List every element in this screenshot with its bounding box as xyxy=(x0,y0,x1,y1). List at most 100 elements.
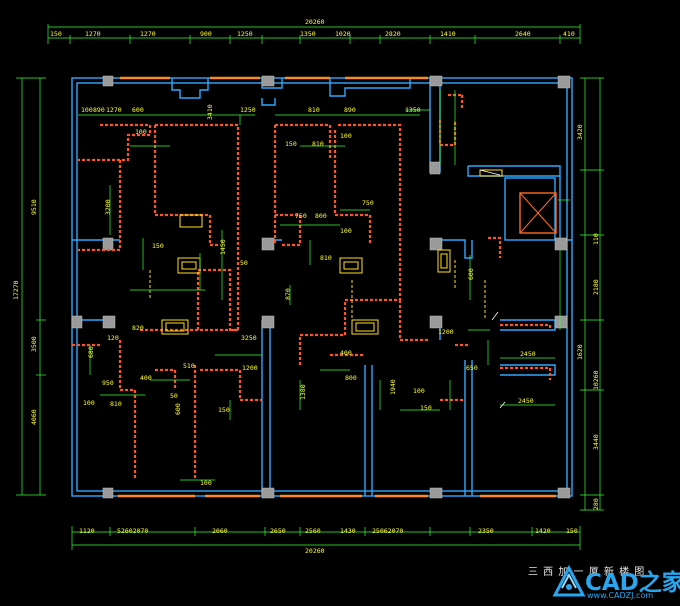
dim-label: 3250 xyxy=(241,334,257,342)
bottom-dim-10: 150 xyxy=(566,527,578,535)
column xyxy=(429,75,443,87)
dim-label: 1350 xyxy=(405,106,421,114)
column xyxy=(102,75,114,87)
dim-label: 50 xyxy=(170,392,178,400)
top-dim-2: 1270 xyxy=(85,30,101,38)
top-dim-10: 2640 xyxy=(515,30,531,38)
left-dim-1: 9510 xyxy=(30,199,38,215)
dim-label: 1200 xyxy=(242,364,258,372)
dim-label: 600 xyxy=(174,403,182,415)
dim-label: 650 xyxy=(466,364,478,372)
drawing-title: 三 西 加 一 厦 新 楼 图 xyxy=(528,567,646,578)
dim-label: 100 xyxy=(135,128,147,136)
dim-label: 750 xyxy=(295,212,307,220)
elevator-shaft xyxy=(519,192,557,234)
bottom-dim-4: 2650 xyxy=(270,527,286,535)
right-dim-1: 3420 xyxy=(576,124,584,140)
right-dim-5: 1620 xyxy=(576,344,584,360)
bottom-dim-8: 2350 xyxy=(478,527,494,535)
dim-label: 1380 xyxy=(299,384,307,400)
dim-label: 150 xyxy=(285,140,297,148)
fixture-box xyxy=(179,214,203,228)
dim-label: 750 xyxy=(362,199,374,207)
dim-label: 890 xyxy=(344,106,356,114)
column xyxy=(429,487,443,499)
right-dim-7: 280 xyxy=(592,498,600,510)
dim-label: 600 xyxy=(467,268,475,280)
dim-label: 100 xyxy=(413,387,425,395)
cadzj-logo[interactable]: CAD之家 www.CADZJ.com xyxy=(552,562,680,604)
left-dim-2: 3500 xyxy=(30,336,38,352)
dim-label: 680 xyxy=(87,346,95,358)
dim-label: 600 xyxy=(132,106,144,114)
fixtures xyxy=(161,169,557,335)
dim-label: 950 xyxy=(102,379,114,387)
dim-label: 100 xyxy=(200,479,212,487)
top-dimension-chain: 20260 150 1270 1270 900 1250 1350 1020 2… xyxy=(47,18,581,44)
fixture-box xyxy=(351,319,379,335)
column xyxy=(102,487,114,499)
stair-mark xyxy=(479,169,503,177)
fixture-box xyxy=(161,319,189,335)
dim-label: 100 xyxy=(83,399,95,407)
dim-label: 100 xyxy=(340,132,352,140)
dim-label: 100 xyxy=(81,106,93,114)
right-dim-6: 3440 xyxy=(592,434,600,450)
top-dim-9: 1410 xyxy=(440,30,456,38)
right-dim-4: 10260 xyxy=(592,370,600,390)
right-dim-3: 2180 xyxy=(592,279,600,295)
top-dim-5: 1250 xyxy=(237,30,253,38)
column xyxy=(554,315,568,329)
dim-label: 2450 xyxy=(518,397,534,405)
column xyxy=(261,315,275,329)
logo-url[interactable]: www.CADZJ.com xyxy=(587,591,654,600)
dim-label: 400 xyxy=(140,374,152,382)
column xyxy=(261,237,275,251)
dim-label: 150 xyxy=(152,242,164,250)
column xyxy=(429,161,441,175)
dim-label: 1250 xyxy=(240,106,256,114)
dim-label: 820 xyxy=(132,324,144,332)
windows xyxy=(118,76,556,498)
dim-label: 810 xyxy=(110,400,122,408)
bottom-dim-1: 1120 xyxy=(79,527,95,535)
left-total-dimension: 17270 xyxy=(12,280,20,300)
dim-label: 1200 xyxy=(438,328,454,336)
dim-label: 800 xyxy=(345,374,357,382)
dim-label: 890 xyxy=(93,106,105,114)
bottom-dim-6: 1430 xyxy=(340,527,356,535)
right-dimension-chain: 3420 110 2180 10260 1620 3440 280 xyxy=(576,77,604,511)
top-dim-3: 1270 xyxy=(140,30,156,38)
top-total-dimension: 20260 xyxy=(305,18,325,26)
dim-label: 2450 xyxy=(520,350,536,358)
dim-label: 810 xyxy=(308,106,320,114)
logo-mark-icon xyxy=(552,565,586,597)
dim-label: 3200 xyxy=(104,199,112,215)
column xyxy=(102,315,116,329)
top-dim-4: 900 xyxy=(200,30,212,38)
dim-label: 100 xyxy=(340,227,352,235)
column xyxy=(557,487,571,499)
fixture-box xyxy=(339,257,363,274)
bottom-dim-7: 25062070 xyxy=(372,527,403,535)
column xyxy=(261,487,275,499)
bottom-dim-3: 2060 xyxy=(212,527,228,535)
left-dimension-chain: 17270 9510 3500 4060 xyxy=(12,77,46,496)
dim-label: 1940 xyxy=(389,379,397,395)
dim-label: 400 xyxy=(340,349,352,357)
logo-text: CAD之家 xyxy=(585,570,680,596)
column xyxy=(554,237,568,251)
right-dim-2: 110 xyxy=(592,233,600,245)
dim-label: 800 xyxy=(315,212,327,220)
column xyxy=(429,237,443,251)
leader-marks xyxy=(479,169,506,409)
bottom-dim-2: 52602070 xyxy=(117,527,148,535)
bottom-dim-9: 1420 xyxy=(535,527,551,535)
interior-dimension-lines xyxy=(78,90,570,481)
dim-label: 50 xyxy=(240,259,248,267)
fixture-box xyxy=(437,249,451,273)
interior-dimension-text: 100 890 1270 600 1250 100 810 890 1350 1… xyxy=(81,104,536,487)
dim-label: 3410 xyxy=(206,104,214,120)
column xyxy=(557,75,571,89)
